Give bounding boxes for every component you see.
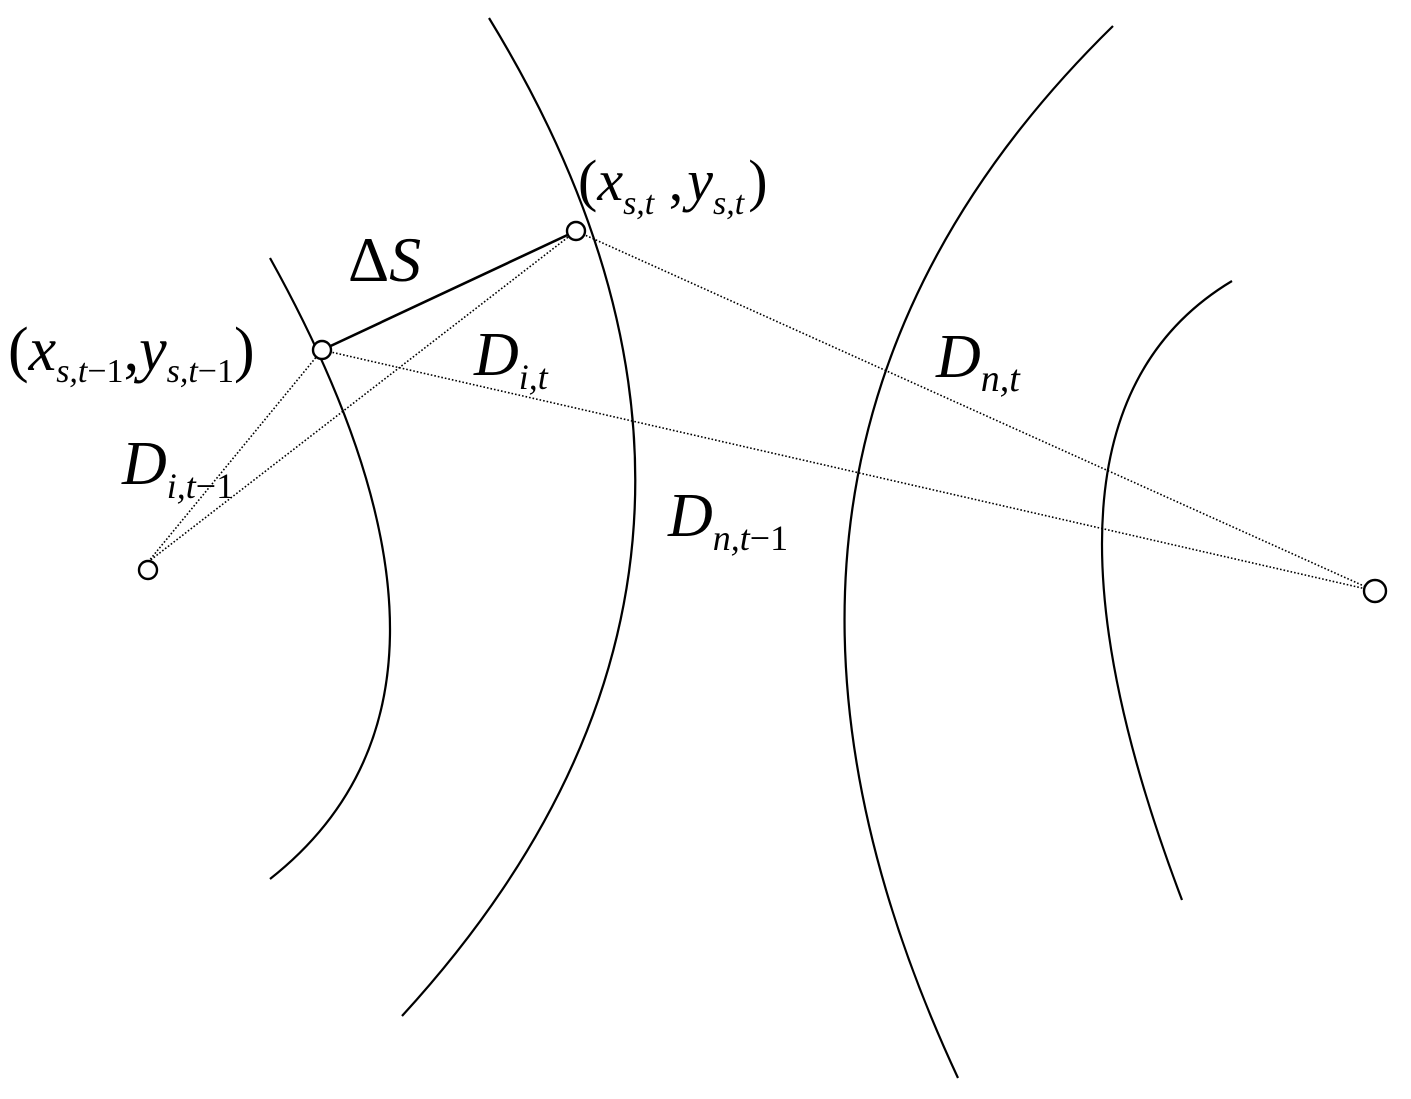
subscript-minus-one: −1 (750, 518, 788, 558)
d-symbol: D (935, 323, 981, 391)
subscript-minus-one: −1 (196, 466, 234, 506)
label-d-n-t: Dn,t (935, 323, 1021, 400)
d-symbol: D (473, 321, 519, 389)
s-symbol: S (389, 224, 421, 295)
y-subscript: s,t (167, 353, 200, 390)
subscript: n,t (981, 358, 1022, 400)
subscript: i,t (519, 357, 549, 397)
delta-symbol: Δ (348, 224, 389, 295)
d-symbol: D (667, 482, 713, 550)
x-symbol: x (596, 148, 623, 213)
paren-open: ( (578, 148, 597, 213)
distance-line-i-to-prev (147, 349, 323, 563)
label-d-i-t: Di,t (473, 321, 549, 397)
paren-open: ( (8, 316, 29, 384)
x-subscript-minus-one: −1 (87, 353, 123, 390)
subscript: n,t (713, 518, 751, 558)
y-symbol: y (682, 148, 713, 213)
label-previous-position: (xs,t−1,ys,t−1) (8, 316, 255, 390)
anchor-node-i (137, 559, 159, 581)
x-subscript: s,t (56, 353, 89, 390)
paren-close: ) (234, 316, 255, 384)
position-node-prev (311, 339, 333, 361)
label-delta-s: ΔS (348, 224, 421, 295)
anchor-node-n (1362, 578, 1388, 604)
y-subscript: s,t (713, 185, 746, 222)
paren-close: ) (748, 148, 767, 213)
y-symbol: y (133, 316, 167, 384)
label-current-position: (xs,t ,ys,t) (578, 148, 768, 222)
comma: , (654, 148, 683, 213)
range-arc-anchor-i-large (401, 17, 637, 1017)
distance-line-prev-to-n (321, 349, 1376, 592)
x-symbol: x (28, 316, 57, 384)
y-subscript-minus-one: −1 (198, 353, 234, 390)
label-d-i-t-minus-1: Di,t−1 (121, 430, 234, 506)
range-arc-anchor-i-small (269, 257, 392, 880)
range-arc-anchor-n-small (1100, 280, 1233, 901)
d-symbol: D (121, 430, 167, 498)
label-d-n-t-minus-1: Dn,t−1 (667, 482, 788, 558)
x-subscript: s,t (623, 185, 656, 222)
range-arc-anchor-n-large (843, 25, 1114, 1079)
displacement-segment (321, 229, 577, 352)
position-node-curr (565, 220, 587, 242)
subscript: i,t (167, 466, 197, 506)
distance-line-i-to-curr (147, 230, 577, 563)
comma: , (124, 316, 140, 384)
